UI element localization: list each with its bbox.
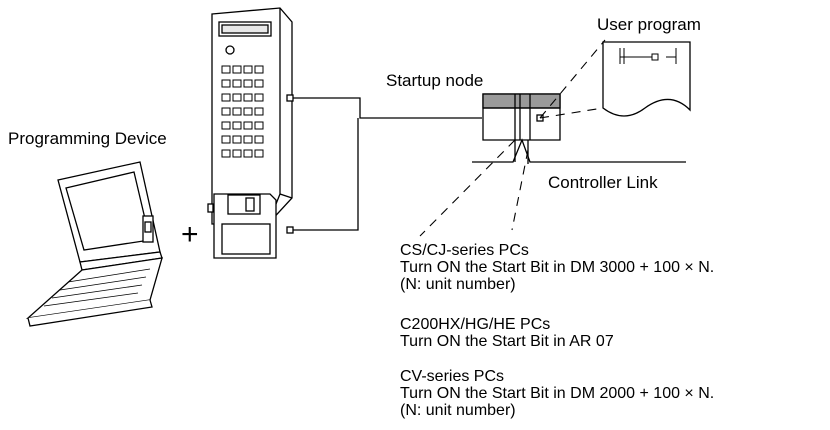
floppy-disk-icon [207, 193, 277, 259]
connection-cable [293, 97, 482, 231]
note-line: Turn ON the Start Bit in DM 3000 + 100 ×… [400, 259, 715, 276]
note-line: Turn ON the Start Bit in DM 2000 + 100 ×… [400, 385, 715, 402]
user-program-label: User program [597, 15, 701, 34]
note-title: CS/CJ-series PCs [400, 242, 529, 259]
user-program-document-icon [602, 41, 691, 117]
note-line: (N: unit number) [400, 402, 516, 419]
laptop-computer-icon [25, 161, 163, 327]
note-cs-cj-series: CS/CJ-series PCs Turn ON the Start Bit i… [400, 242, 714, 293]
programming-device-label: Programming Device [8, 129, 167, 148]
handheld-programming-console-icon [211, 7, 293, 225]
controller-link-bus [472, 138, 686, 163]
console-port [286, 94, 294, 102]
note-c200hx-series: C200HX/HG/HE PCs Turn ON the Start Bit i… [400, 316, 614, 350]
floppy-port [286, 226, 294, 234]
startup-node-label: Startup node [386, 71, 484, 90]
note-line: Turn ON the Start Bit in AR 07 [400, 333, 614, 350]
controller-link-label: Controller Link [548, 173, 658, 192]
note-line: (N: unit number) [400, 276, 516, 293]
callout-lines [419, 39, 606, 237]
note-title: CV-series PCs [400, 368, 505, 385]
plc-unit-icon [482, 93, 561, 141]
plus-sign: + [181, 218, 199, 251]
ladder-contact-icon [619, 48, 677, 64]
note-title: C200HX/HG/HE PCs [400, 316, 551, 333]
note-cv-series: CV-series PCs Turn ON the Start Bit in D… [400, 368, 714, 419]
